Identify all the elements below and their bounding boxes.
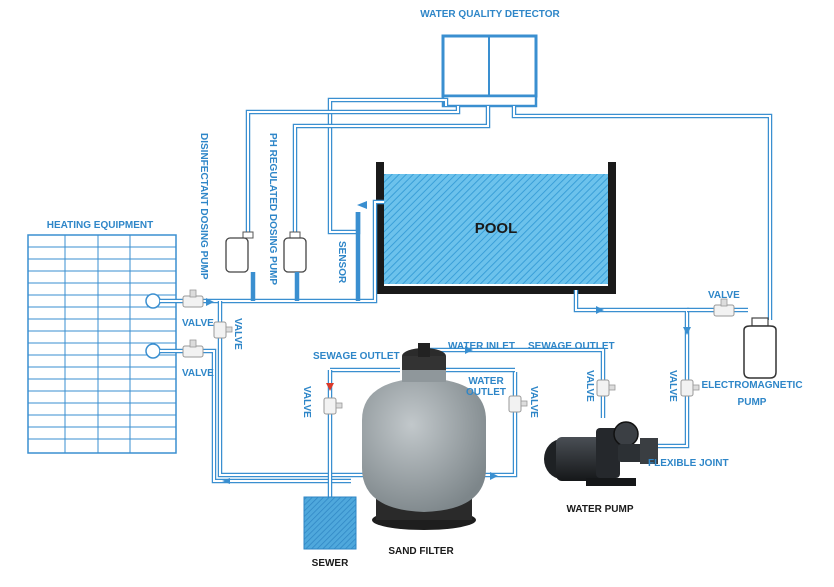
label-electromagnetic-2: PUMP: [738, 397, 767, 408]
label-water-inlet: WATER INLET: [448, 341, 515, 352]
label-water-outlet-2: OUTLET: [466, 387, 506, 398]
water-quality-detector: [441, 34, 538, 108]
label-valve-pump-inlet: VALVE: [584, 370, 595, 402]
label-disinfectant-dosing-pump: DISINFECTANT DOSING PUMP: [198, 133, 209, 280]
valve-heater-bottom: [182, 339, 204, 358]
sewer: [303, 496, 357, 550]
label-sewage-outlet-pipe: SEWAGE OUTLET: [528, 341, 615, 352]
valve-heater-top: [182, 289, 204, 308]
label-sewage-outlet-filter: SEWAGE OUTLET: [313, 351, 400, 362]
label-flexible-joint: FLEXIBLE JOINT: [648, 458, 729, 469]
disinfectant-dosing-pump: [225, 231, 254, 273]
valve-electromagnetic: [713, 298, 735, 317]
label-pool: POOL: [475, 220, 518, 237]
label-water-quality-detector: WATER QUALITY DETECTOR: [420, 9, 560, 20]
label-valve-filter-outlet: VALVE: [528, 386, 539, 418]
valve-bypass: [213, 321, 233, 339]
label-valve-sewer: VALVE: [301, 386, 312, 418]
label-valve-bypass: VALVE: [232, 318, 243, 350]
label-water-outlet-1: WATER: [468, 376, 504, 387]
valve-icons: [182, 289, 735, 415]
label-water-pump: WATER PUMP: [566, 504, 633, 515]
water-pump: [544, 421, 658, 486]
label-heating-equipment: HEATING EQUIPMENT: [47, 220, 153, 231]
sand-filter: [362, 343, 486, 530]
label-sensor: SENSOR: [336, 241, 347, 284]
electromagnetic-pump: [743, 317, 777, 379]
label-sewer: SEWER: [312, 558, 349, 569]
label-valve-electromagnetic: VALVE: [708, 290, 740, 301]
label-sand-filter: SAND FILTER: [388, 546, 454, 557]
ph-regulated-dosing-pump: [283, 231, 307, 273]
valve-filter-outlet: [508, 395, 528, 413]
pool: [376, 162, 616, 294]
label-electromagnetic-1: ELECTROMAGNETIC: [701, 380, 802, 391]
valve-sewer: [323, 397, 343, 415]
valve-suction: [680, 379, 700, 397]
label-ph-regulated-dosing-pump: PH REGULATED DOSING PUMP: [267, 133, 278, 285]
label-valve-heater-bottom: VALVE: [182, 368, 214, 379]
label-valve-heater-top: VALVE: [182, 318, 214, 329]
label-valve-suction: VALVE: [667, 370, 678, 402]
sewage-arrow: [326, 383, 334, 391]
valve-pump-inlet: [596, 379, 616, 397]
heating-equipment: [27, 234, 177, 454]
